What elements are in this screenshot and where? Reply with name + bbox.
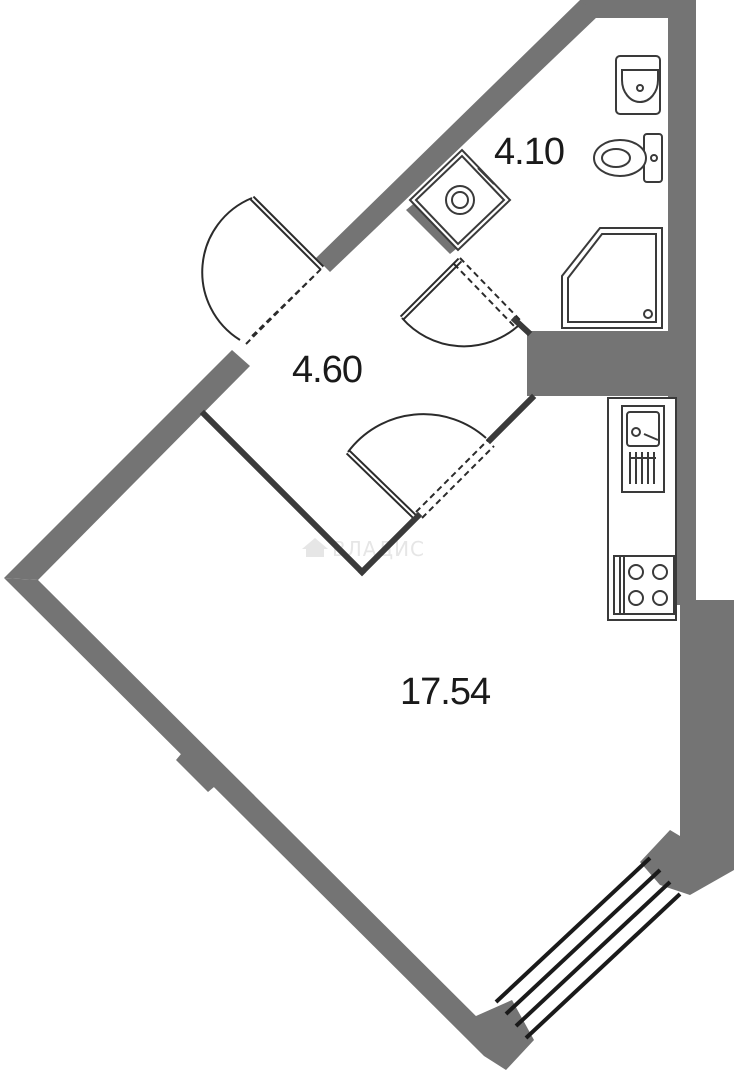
toilet-icon [593, 133, 663, 183]
window-column-top [640, 830, 690, 895]
closet-wall-right [485, 393, 537, 445]
kitchen-counter [607, 397, 677, 621]
sink-icon [615, 55, 661, 115]
wall-bump [176, 748, 220, 792]
bathroom-area-label: 4.10 [494, 131, 564, 173]
doors [201, 195, 523, 519]
balcony-window [494, 856, 682, 1040]
partition-block [527, 331, 670, 396]
closet-wall-left [199, 409, 367, 577]
living-area-label: 17.54 [400, 671, 491, 713]
bathroom-wall-lower [510, 315, 533, 337]
right-wall-lower [680, 600, 734, 895]
window-column-bottom [476, 1000, 534, 1070]
bathroom-door [399, 257, 523, 348]
diagonal-wall-lower [4, 578, 500, 1056]
washing-machine-icon [408, 148, 512, 252]
closet-door [345, 413, 495, 519]
hallway-area-label: 4.60 [292, 349, 362, 391]
shower-tray-icon [561, 227, 663, 329]
closet-wall-bottom [357, 511, 423, 577]
bathroom-fixtures [408, 55, 663, 329]
watermark-logo-icon [302, 538, 328, 557]
watermark: ВЛАДИС [302, 537, 424, 561]
diagonal-wall-upper [316, 0, 598, 272]
outer-walls [4, 0, 734, 1070]
kitchen-sink-icon [621, 405, 665, 493]
entrance-door [201, 195, 325, 345]
interior-partitions [199, 315, 537, 577]
top-wall [580, 0, 678, 18]
stove-icon [613, 555, 675, 615]
diagonal-wall-middle [4, 350, 250, 580]
